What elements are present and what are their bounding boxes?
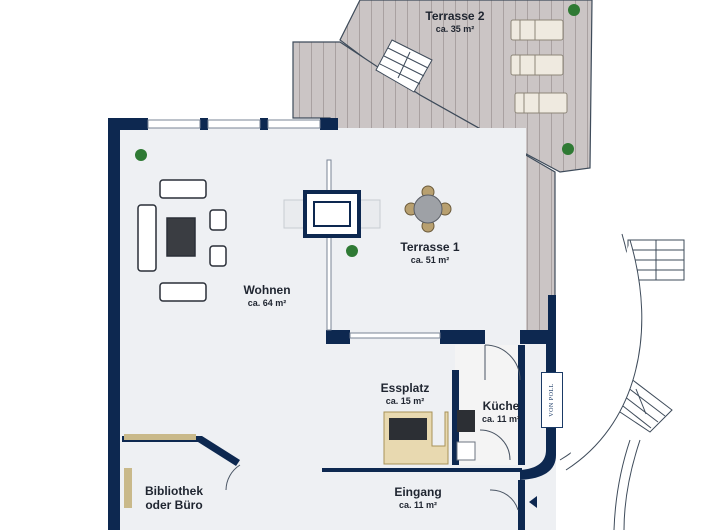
bookshelf xyxy=(124,434,196,508)
room-name: Essplatz xyxy=(380,381,430,395)
label-eingang: Eingang ca. 11 m² xyxy=(370,485,466,510)
label-bibliothek: Bibliothek oder Büro xyxy=(138,484,210,513)
room-area: ca. 64 m² xyxy=(247,297,287,308)
tv-unit xyxy=(283,190,381,238)
label-terrasse-2: Terrasse 2 ca. 35 m² xyxy=(410,9,500,34)
label-essplatz: Essplatz ca. 15 m² xyxy=(360,381,450,406)
kitchen-counter xyxy=(383,410,476,465)
room-area: ca. 11 m² xyxy=(398,499,438,510)
room-area: ca. 35 m² xyxy=(435,23,475,34)
room-name: Terrasse 1 xyxy=(400,240,460,254)
terrace-table xyxy=(404,185,452,233)
plants xyxy=(135,4,580,257)
room-name: Terrasse 2 xyxy=(425,9,485,23)
doors xyxy=(225,344,521,511)
terrace-stairs xyxy=(375,39,433,93)
windows xyxy=(147,119,441,339)
room-area: ca. 15 m² xyxy=(385,395,425,406)
label-wohnen: Wohnen ca. 64 m² xyxy=(222,283,312,308)
room-area: ca. 51 m² xyxy=(410,254,450,265)
brand-logo: VON POLL xyxy=(541,372,563,428)
room-name: Eingang xyxy=(394,485,442,499)
entrance-arrow xyxy=(529,496,537,508)
sun-loungers xyxy=(510,19,568,114)
room-name: Wohnen xyxy=(243,283,291,297)
brand-text: VON POLL xyxy=(549,383,555,417)
room-name: Bibliothek oder Büro xyxy=(144,484,203,512)
label-kueche: Küche ca. 11 m² xyxy=(470,399,532,424)
sofa-set xyxy=(137,179,227,302)
walls xyxy=(108,118,556,530)
room-name: Küche xyxy=(482,399,520,413)
label-terrasse-1: Terrasse 1 ca. 51 m² xyxy=(385,240,475,265)
outside-stairs xyxy=(559,233,685,530)
room-area: ca. 11 m² xyxy=(481,413,521,424)
